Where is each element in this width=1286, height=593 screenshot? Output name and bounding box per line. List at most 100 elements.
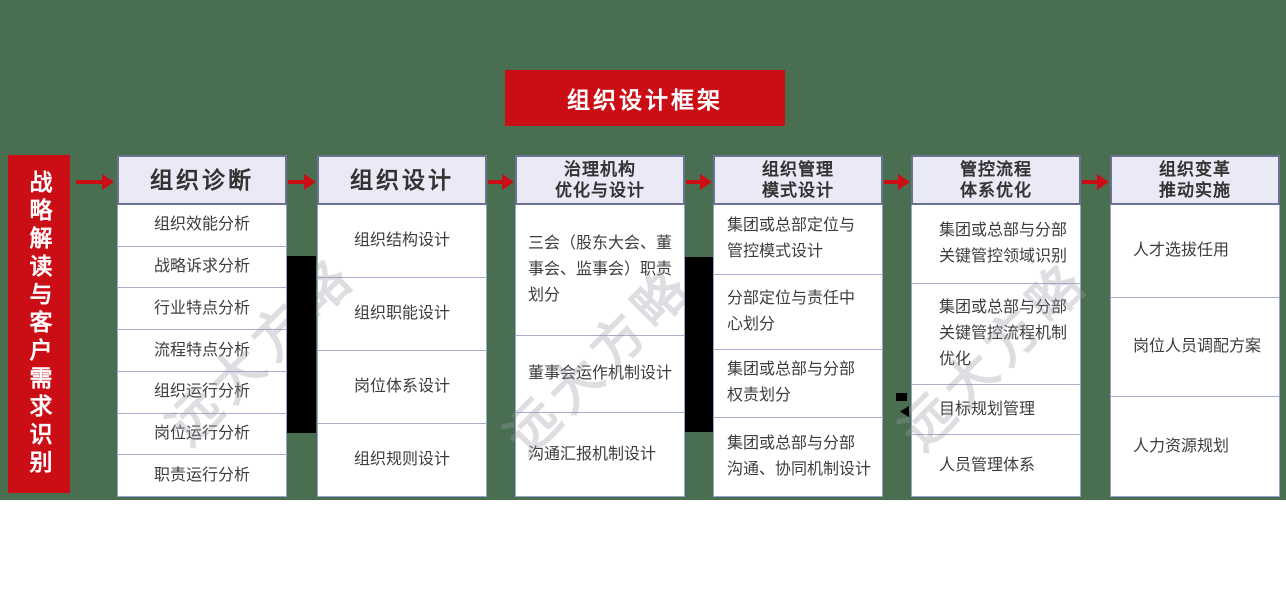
item-text: 分部定位与责任中 心划分 [727, 289, 856, 333]
list-item: 组织规则设计 [318, 423, 486, 496]
column-org-diagnosis: 组织诊断 组织效能分析 战略诉求分析 行业特点分析 流程特点分析 组织运行分析 … [117, 155, 287, 497]
arrow-shaft [1082, 180, 1097, 184]
left-banner-text: 战略解读与客户需求识别 [26, 170, 52, 478]
list-item: 岗位运行分析 [118, 412, 286, 455]
item-text: 集团或总部与分部 权责划分 [727, 361, 856, 405]
item-text: 组织职能设计 [353, 305, 450, 322]
list-item: 组织运行分析 [118, 370, 286, 413]
flow-arrow [884, 174, 910, 190]
item-text: 组织结构设计 [353, 232, 450, 249]
diagram-title: 组织设计框架 [567, 87, 723, 113]
column-title: 治理机构 优化与设计 [555, 160, 645, 200]
item-text: 岗位人员调配方案 [1133, 338, 1262, 356]
arrow-right-icon [1097, 174, 1109, 190]
column-governance: 治理机构 优化与设计 三会（股东大会、董 事会、监事会）职责 划分 董事会运作机… [515, 155, 685, 497]
item-text: 人员管理体系 [939, 456, 1036, 474]
column-body: 人才选拔任用 岗位人员调配方案 人力资源规划 [1110, 205, 1280, 497]
item-text: 岗位运行分析 [153, 424, 250, 442]
column-body: 组织结构设计 组织职能设计 岗位体系设计 组织规则设计 [317, 205, 487, 497]
flow-arrow [76, 174, 114, 190]
list-item: 集团或总部与分部 关键管控领域识别 [912, 205, 1080, 283]
item-text: 岗位体系设计 [353, 378, 450, 395]
item-text: 组织效能分析 [153, 216, 250, 234]
column-header: 组织管理 模式设计 [713, 155, 883, 205]
column-title: 组织诊断 [150, 166, 254, 193]
item-text: 集团或总部与分部 关键管控流程机制 优化 [939, 299, 1068, 369]
arrow-shaft [884, 180, 898, 184]
list-item: 集团或总部与分部 权责划分 [714, 348, 882, 418]
arrow-shaft [488, 180, 502, 184]
column-org-design: 组织设计 组织结构设计 组织职能设计 岗位体系设计 组织规则设计 [317, 155, 487, 497]
list-item: 分部定位与责任中 心划分 [714, 273, 882, 349]
list-item: 组织效能分析 [118, 205, 286, 246]
arrow-shaft [686, 180, 700, 184]
diagram-title-box: 组织设计框架 [505, 70, 785, 126]
list-item: 人员管理体系 [912, 434, 1080, 496]
item-text: 三会（股东大会、董 事会、监事会）职责 划分 [528, 234, 673, 304]
item-text: 集团或总部定位与 管控模式设计 [727, 217, 856, 261]
list-item: 流程特点分析 [118, 329, 286, 371]
column-header: 治理机构 优化与设计 [515, 155, 685, 205]
item-text: 沟通汇报机制设计 [528, 445, 657, 463]
list-item: 组织结构设计 [318, 205, 486, 277]
arrow-right-icon [502, 174, 514, 190]
column-body: 集团或总部定位与 管控模式设计 分部定位与责任中 心划分 集团或总部与分部 权责… [713, 205, 883, 497]
column-title: 组织管理 模式设计 [762, 160, 834, 200]
list-item: 行业特点分析 [118, 287, 286, 329]
item-text: 董事会运作机制设计 [528, 364, 673, 382]
list-item: 三会（股东大会、董 事会、监事会）职责 划分 [516, 205, 684, 335]
list-item: 董事会运作机制设计 [516, 334, 684, 413]
arrow-right-icon [102, 174, 114, 190]
black-mark-fragment [896, 393, 907, 401]
list-item: 集团或总部定位与 管控模式设计 [714, 205, 882, 274]
list-item: 岗位人员调配方案 [1111, 296, 1279, 397]
arrow-right-icon [898, 174, 910, 190]
column-title: 组织设计 [350, 166, 454, 193]
column-header: 组织诊断 [117, 155, 287, 205]
list-item: 人才选拔任用 [1111, 205, 1279, 297]
list-item: 岗位体系设计 [318, 350, 486, 423]
item-text: 人力资源规划 [1133, 437, 1230, 455]
list-item: 集团或总部与分部 沟通、协同机制设计 [714, 417, 882, 496]
flow-arrow [686, 174, 712, 190]
column-title: 管控流程 体系优化 [960, 160, 1032, 200]
item-text: 行业特点分析 [153, 299, 250, 317]
column-header: 管控流程 体系优化 [911, 155, 1081, 205]
flow-arrow [1082, 174, 1109, 190]
left-banner: 战略解读与客户需求识别 [8, 155, 70, 493]
list-item: 集团或总部与分部 关键管控流程机制 优化 [912, 282, 1080, 385]
arrow-right-icon [700, 174, 712, 190]
column-control-process: 管控流程 体系优化 集团或总部与分部 关键管控领域识别 集团或总部与分部 关键管… [911, 155, 1081, 497]
column-change-implementation: 组织变革 推动实施 人才选拔任用 岗位人员调配方案 人力资源规划 [1110, 155, 1280, 497]
column-title: 组织变革 推动实施 [1159, 160, 1231, 200]
list-item: 沟通汇报机制设计 [516, 412, 684, 496]
arrow-shaft [288, 180, 304, 184]
item-text: 流程特点分析 [153, 341, 250, 359]
item-text: 职责运行分析 [153, 466, 250, 484]
arrow-right-icon [304, 174, 316, 190]
item-text: 战略诉求分析 [153, 258, 250, 276]
list-item: 人力资源规划 [1111, 396, 1279, 496]
list-item: 组织职能设计 [318, 277, 486, 350]
list-item: 战略诉求分析 [118, 245, 286, 288]
column-body: 集团或总部与分部 关键管控领域识别 集团或总部与分部 关键管控流程机制 优化 目… [911, 205, 1081, 497]
column-header: 组织设计 [317, 155, 487, 205]
list-item: 目标规划管理 [912, 384, 1080, 434]
column-body: 组织效能分析 战略诉求分析 行业特点分析 流程特点分析 组织运行分析 岗位运行分… [117, 205, 287, 497]
flow-arrow [488, 174, 514, 190]
item-text: 集团或总部与分部 关键管控领域识别 [939, 221, 1068, 265]
black-redaction-block [685, 257, 713, 432]
item-text: 目标规划管理 [939, 400, 1036, 418]
column-mgmt-model: 组织管理 模式设计 集团或总部定位与 管控模式设计 分部定位与责任中 心划分 集… [713, 155, 883, 497]
item-text: 组织运行分析 [153, 383, 250, 401]
item-text: 人才选拔任用 [1133, 241, 1230, 259]
column-body: 三会（股东大会、董 事会、监事会）职责 划分 董事会运作机制设计 沟通汇报机制设… [515, 205, 685, 497]
item-text: 组织规则设计 [353, 451, 450, 468]
list-item: 职责运行分析 [118, 454, 286, 496]
item-text: 集团或总部与分部 沟通、协同机制设计 [727, 435, 872, 479]
black-mark-fragment [900, 406, 909, 417]
column-header: 组织变革 推动实施 [1110, 155, 1280, 205]
flow-arrow [288, 174, 316, 190]
black-redaction-block [287, 256, 316, 433]
